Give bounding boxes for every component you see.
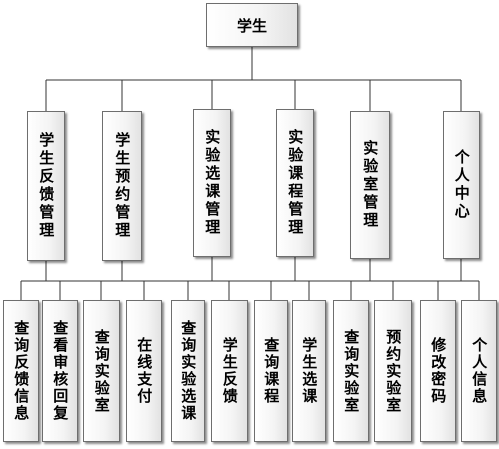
leaf-node: 查询反馈信息 [3, 300, 39, 442]
module-label: 学生预约管理 [113, 132, 132, 240]
module-label: 实验室管理 [361, 140, 380, 230]
leaf-node: 查询实验选课 [171, 300, 205, 442]
module-node-feedback: 学生反馈管理 [27, 111, 65, 261]
module-label: 实验课程管理 [286, 129, 305, 237]
root-label: 学生 [236, 16, 267, 35]
module-label: 学生反馈管理 [37, 132, 56, 240]
leaf-node: 查看审核回复 [42, 300, 78, 442]
module-node-course: 实验课程管理 [276, 109, 314, 257]
leaf-node: 修改密码 [420, 300, 456, 442]
leaf-node: 个人信息 [461, 300, 497, 442]
module-node-booking: 学生预约管理 [102, 111, 142, 261]
module-label: 个人中心 [452, 149, 471, 221]
leaf-node: 学生选课 [292, 300, 326, 442]
module-label: 实验选课管理 [203, 129, 222, 237]
leaf-node: 学生反馈 [211, 300, 248, 442]
root-node: 学生 [206, 3, 298, 47]
module-node-lab: 实验室管理 [350, 111, 390, 259]
leaf-node: 预约实验室 [374, 300, 412, 442]
leaf-node: 查询课程 [254, 300, 288, 442]
module-node-personal: 个人中心 [443, 111, 480, 259]
leaf-node: 在线支付 [126, 300, 162, 442]
leaf-node: 查询实验室 [83, 300, 120, 442]
module-node-course-selection: 实验选课管理 [193, 109, 231, 257]
leaf-node: 查询实验室 [333, 300, 369, 442]
